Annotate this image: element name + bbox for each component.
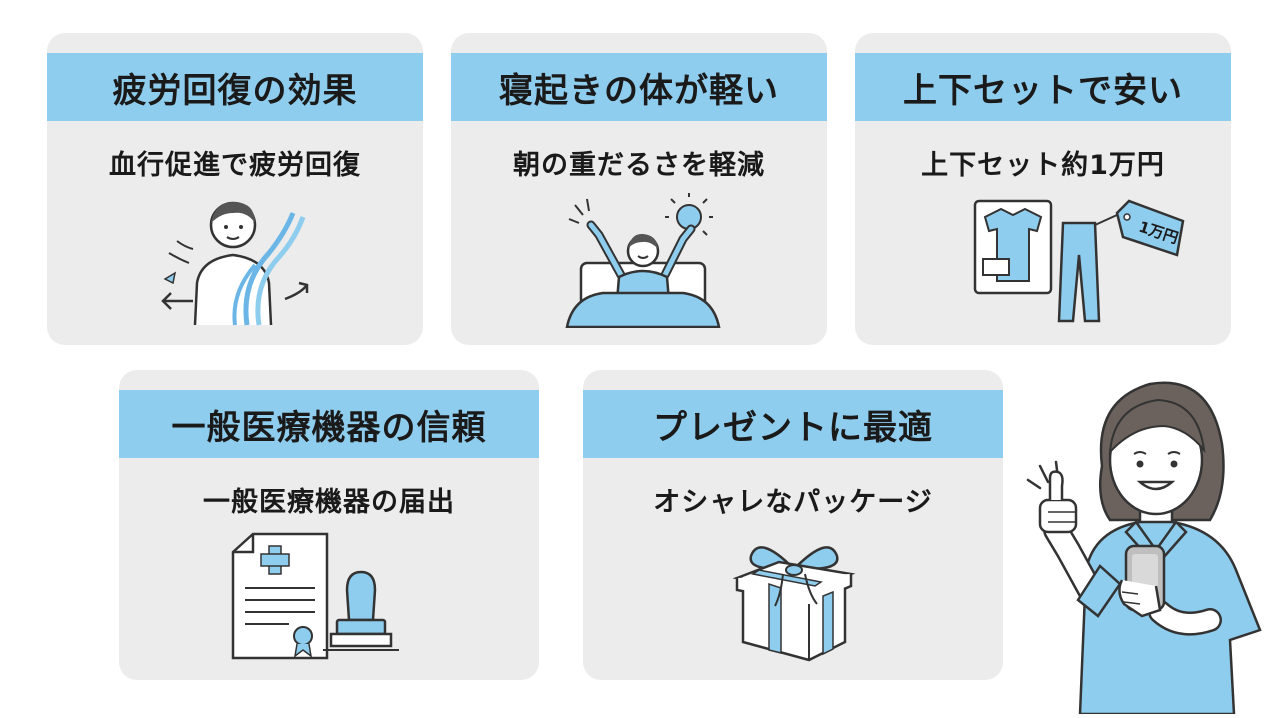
feature-card-fatigue-recovery: 疲労回復の効果 血行促進で疲労回復 bbox=[47, 33, 423, 345]
feature-card-price-set: 上下セットで安い 上下セット約1万円 1万円 bbox=[855, 33, 1231, 345]
clothing-set-price-tag-icon: 1万円 bbox=[971, 195, 1191, 330]
gift-box-icon bbox=[729, 534, 859, 664]
woman-thumbs-up-smartphone-icon bbox=[1010, 370, 1270, 718]
waking-up-stretch-icon bbox=[563, 193, 723, 328]
card-title: 寝起きの体が軽い bbox=[451, 53, 827, 121]
card-title: プレゼントに最適 bbox=[583, 390, 1003, 458]
feature-card-light-morning: 寝起きの体が軽い 朝の重だるさを軽減 bbox=[451, 33, 827, 345]
blood-circulation-person-icon bbox=[155, 193, 325, 328]
card-subtitle: 一般医療機器の届出 bbox=[203, 487, 455, 518]
feature-card-gift: プレゼントに最適 オシャレなパッケージ bbox=[583, 370, 1003, 680]
card-subtitle: 血行促進で疲労回復 bbox=[109, 150, 361, 181]
card-title: 疲労回復の効果 bbox=[47, 53, 423, 121]
feature-card-medical-device: 一般医療機器の信頼 一般医療機器の届出 bbox=[119, 370, 539, 680]
card-title: 上下セットで安い bbox=[855, 53, 1231, 121]
card-subtitle: 上下セット約1万円 bbox=[921, 150, 1165, 181]
certificate-stamp-icon bbox=[229, 530, 409, 665]
card-subtitle: オシャレなパッケージ bbox=[653, 487, 933, 518]
card-title: 一般医療機器の信頼 bbox=[119, 390, 539, 458]
card-subtitle: 朝の重だるさを軽減 bbox=[513, 150, 765, 181]
